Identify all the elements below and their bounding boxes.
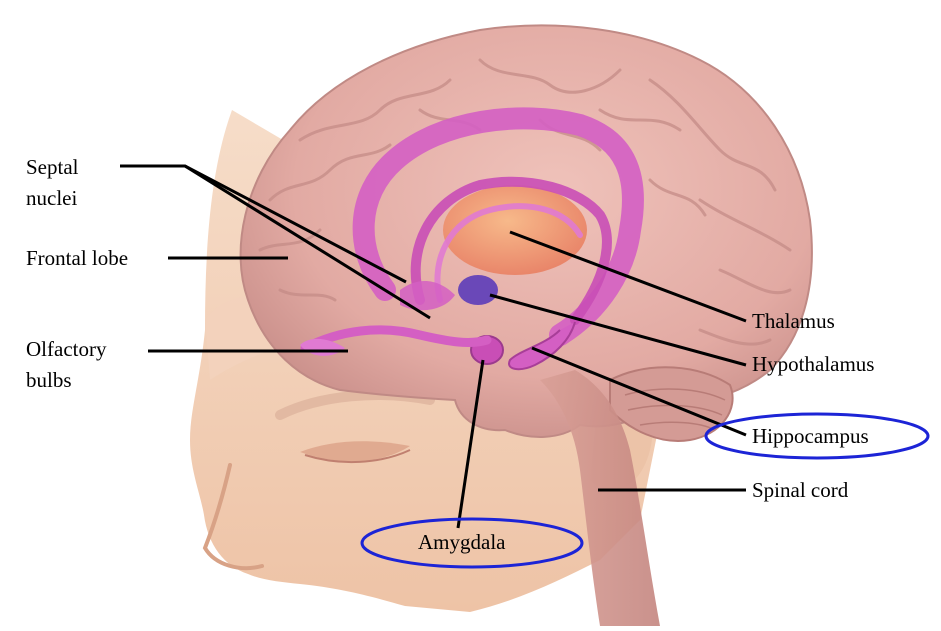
- eye-closed: [300, 441, 410, 462]
- leader-lines: [120, 164, 747, 529]
- septal-label-line1: Septal: [26, 155, 79, 179]
- thalamus-label: Thalamus: [752, 309, 835, 333]
- amygdala-highlight: [360, 517, 584, 569]
- fornix-inner: [434, 203, 583, 303]
- olfactory-label-line1: Olfactory: [26, 337, 107, 361]
- hippocampus-highlight: [704, 412, 930, 460]
- fornix-arc: [410, 176, 612, 325]
- hippocampus-leader: [531, 346, 747, 437]
- amygdala-leader: [456, 359, 485, 529]
- diagram-labels: Septal nuclei Frontal lobe Olfactory bul…: [26, 155, 874, 554]
- olfactory-label-line2: bulbs: [26, 368, 72, 392]
- cingulate-arc: [352, 107, 644, 346]
- hypothalamus-shape: [458, 275, 498, 305]
- amygdala-label: Amygdala: [418, 530, 506, 554]
- brainstem: [540, 370, 660, 626]
- nose: [202, 463, 264, 571]
- hippocampus-label: Hippocampus: [752, 424, 869, 448]
- cerebellum-folds: [624, 388, 726, 431]
- limbic-structures: [300, 107, 644, 371]
- thalamus-shape: [443, 185, 587, 275]
- eyelashes: [304, 449, 411, 464]
- septal-leader-2: [184, 164, 431, 320]
- septal-area: [400, 280, 455, 311]
- hypothalamus-label: Hypothalamus: [752, 352, 874, 376]
- hypothalamus-leader: [489, 293, 747, 367]
- thalamus-leader: [509, 230, 747, 323]
- frontal-lobe-label: Frontal lobe: [26, 246, 128, 270]
- spinal-cord-label: Spinal cord: [752, 478, 849, 502]
- olfactory-tract: [300, 325, 492, 353]
- septal-label-line2: nuclei: [26, 186, 77, 210]
